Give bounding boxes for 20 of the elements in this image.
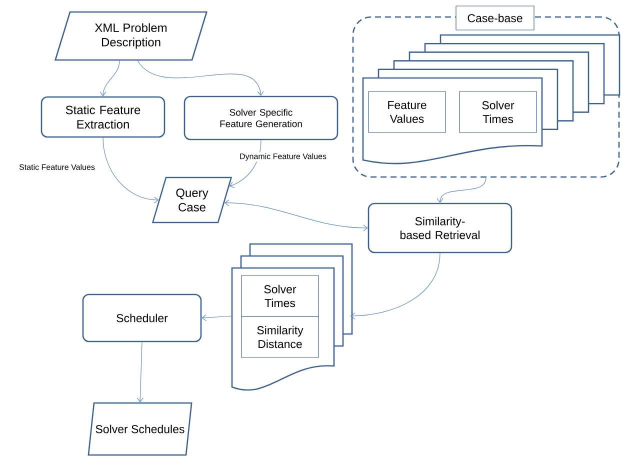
- process-box: Static Feature Extraction: [40, 96, 166, 138]
- arrow: [102, 137, 159, 204]
- field-box: Similarity Distance: [241, 316, 319, 358]
- arrow: [350, 252, 440, 320]
- process-box: Scheduler: [82, 294, 202, 342]
- arrow: [202, 314, 232, 321]
- arrow: [436, 177, 486, 203]
- edge-label: Static Feature Values: [18, 163, 96, 171]
- process-box: Solver Specific Feature Generation: [184, 96, 338, 140]
- edge-label: Dynamic Feature Values: [238, 152, 328, 162]
- data-parallelogram: Solver Schedules: [88, 402, 192, 456]
- process-box: Similarity-based Retrieval: [368, 202, 512, 254]
- arrow: [100, 60, 120, 96]
- arrow: [224, 200, 368, 232]
- arrow: [229, 140, 262, 188]
- field-box: Solver Times: [241, 275, 319, 317]
- field-box: Feature Values: [368, 91, 446, 133]
- arrow: [137, 60, 264, 96]
- field-box: Solver Times: [459, 91, 537, 133]
- arrow: [136, 342, 144, 402]
